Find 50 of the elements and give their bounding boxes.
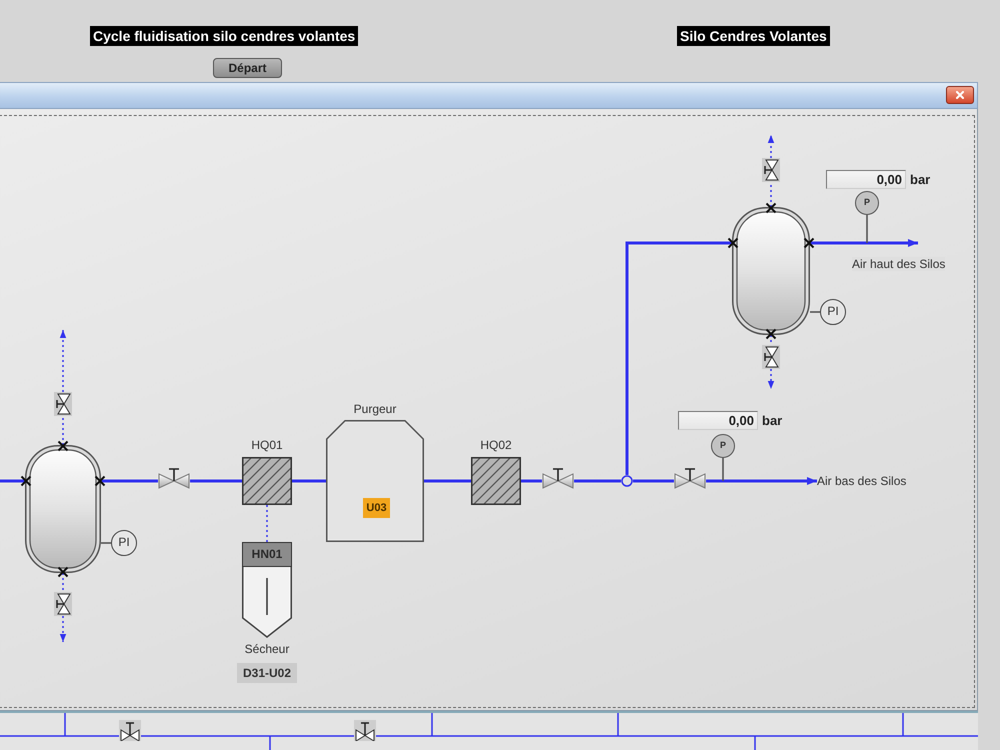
equipment-name: Purgeur <box>354 402 396 416</box>
pipe-line <box>626 242 732 475</box>
pipe-line <box>190 480 242 482</box>
pipe-line <box>0 480 25 482</box>
pressure-vessel <box>25 445 101 573</box>
pipe-arrow <box>706 477 817 485</box>
instrument-line <box>866 215 868 243</box>
equipment-name: Sécheur <box>244 642 290 656</box>
status-badge: U03 <box>363 498 390 518</box>
dotted-arrow <box>60 330 66 392</box>
edge-label: Air haut des Silos <box>852 257 946 271</box>
dotted-arrow <box>60 616 66 642</box>
equipment-label: HQ01 <box>251 438 283 452</box>
equipment-label: HQ02 <box>480 438 512 452</box>
dotted-line <box>62 573 64 592</box>
valve-symbol <box>54 392 72 416</box>
dotted-line <box>770 335 772 345</box>
valve-symbol <box>158 466 190 489</box>
valve-symbol <box>762 158 780 182</box>
dotted-arrow <box>768 135 774 158</box>
pipe-junction <box>621 475 633 487</box>
instrument-line <box>810 311 820 313</box>
pipe-line <box>574 480 621 482</box>
instrument-line <box>722 458 724 481</box>
dotted-line <box>266 505 268 542</box>
value-display: 0,00 <box>826 170 906 189</box>
flow-destination-label: Air bas des Silos <box>817 474 906 488</box>
pipe-arrow <box>810 239 918 247</box>
pipe-line <box>292 480 326 482</box>
screen-title: Silo Cendres Volantes <box>677 26 830 46</box>
start-button: Départ <box>213 58 282 78</box>
value-display: 0,00 <box>678 411 758 430</box>
valve-symbol <box>54 592 72 616</box>
instrument-line <box>101 542 111 544</box>
pipe-line <box>633 480 674 482</box>
dotted-arrow <box>768 369 774 389</box>
valve-symbol <box>674 466 706 489</box>
pipe-line <box>101 480 158 482</box>
equipment-header: HN01 <box>242 542 292 567</box>
screen-title: Cycle fluidisation silo cendres volantes <box>90 26 358 46</box>
unit-label: bar <box>762 412 782 430</box>
pipe-line <box>424 480 471 482</box>
valve-symbol <box>542 466 574 489</box>
pressure-vessel <box>732 207 810 335</box>
pipe-line <box>521 480 542 482</box>
valve-symbol <box>762 345 780 369</box>
dotted-line <box>62 416 64 445</box>
equipment-tag: D31-U02 <box>236 663 298 683</box>
dotted-line <box>770 182 772 207</box>
unit-label: bar <box>910 171 930 189</box>
